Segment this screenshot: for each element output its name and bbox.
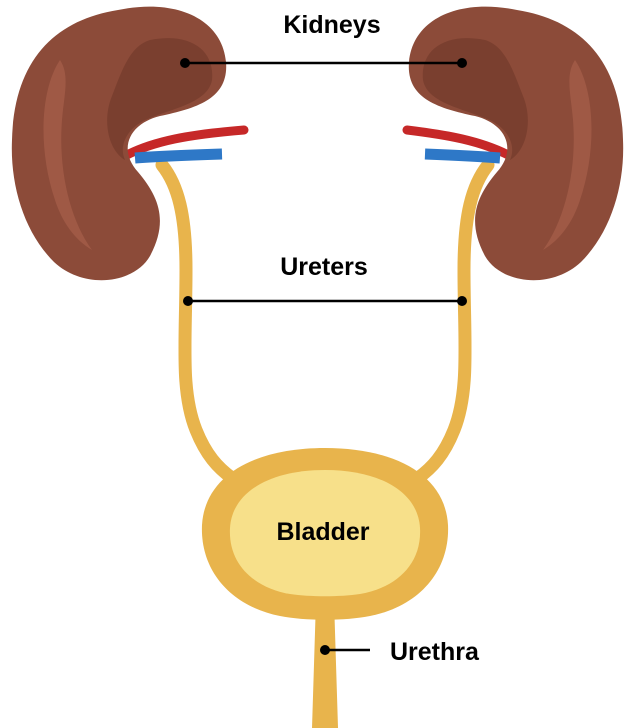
ureters-label: Ureters	[280, 253, 368, 281]
urethra-leader	[320, 645, 370, 655]
left-ureter	[162, 165, 232, 478]
right-kidney-icon	[407, 7, 623, 281]
urethra-label: Urethra	[390, 638, 480, 666]
right-vein	[425, 154, 500, 158]
left-kidney-icon	[12, 7, 244, 281]
ureters-leader	[183, 296, 467, 306]
kidneys-label: Kidneys	[283, 11, 380, 39]
bladder-label: Bladder	[276, 518, 369, 546]
left-vein	[135, 154, 222, 158]
